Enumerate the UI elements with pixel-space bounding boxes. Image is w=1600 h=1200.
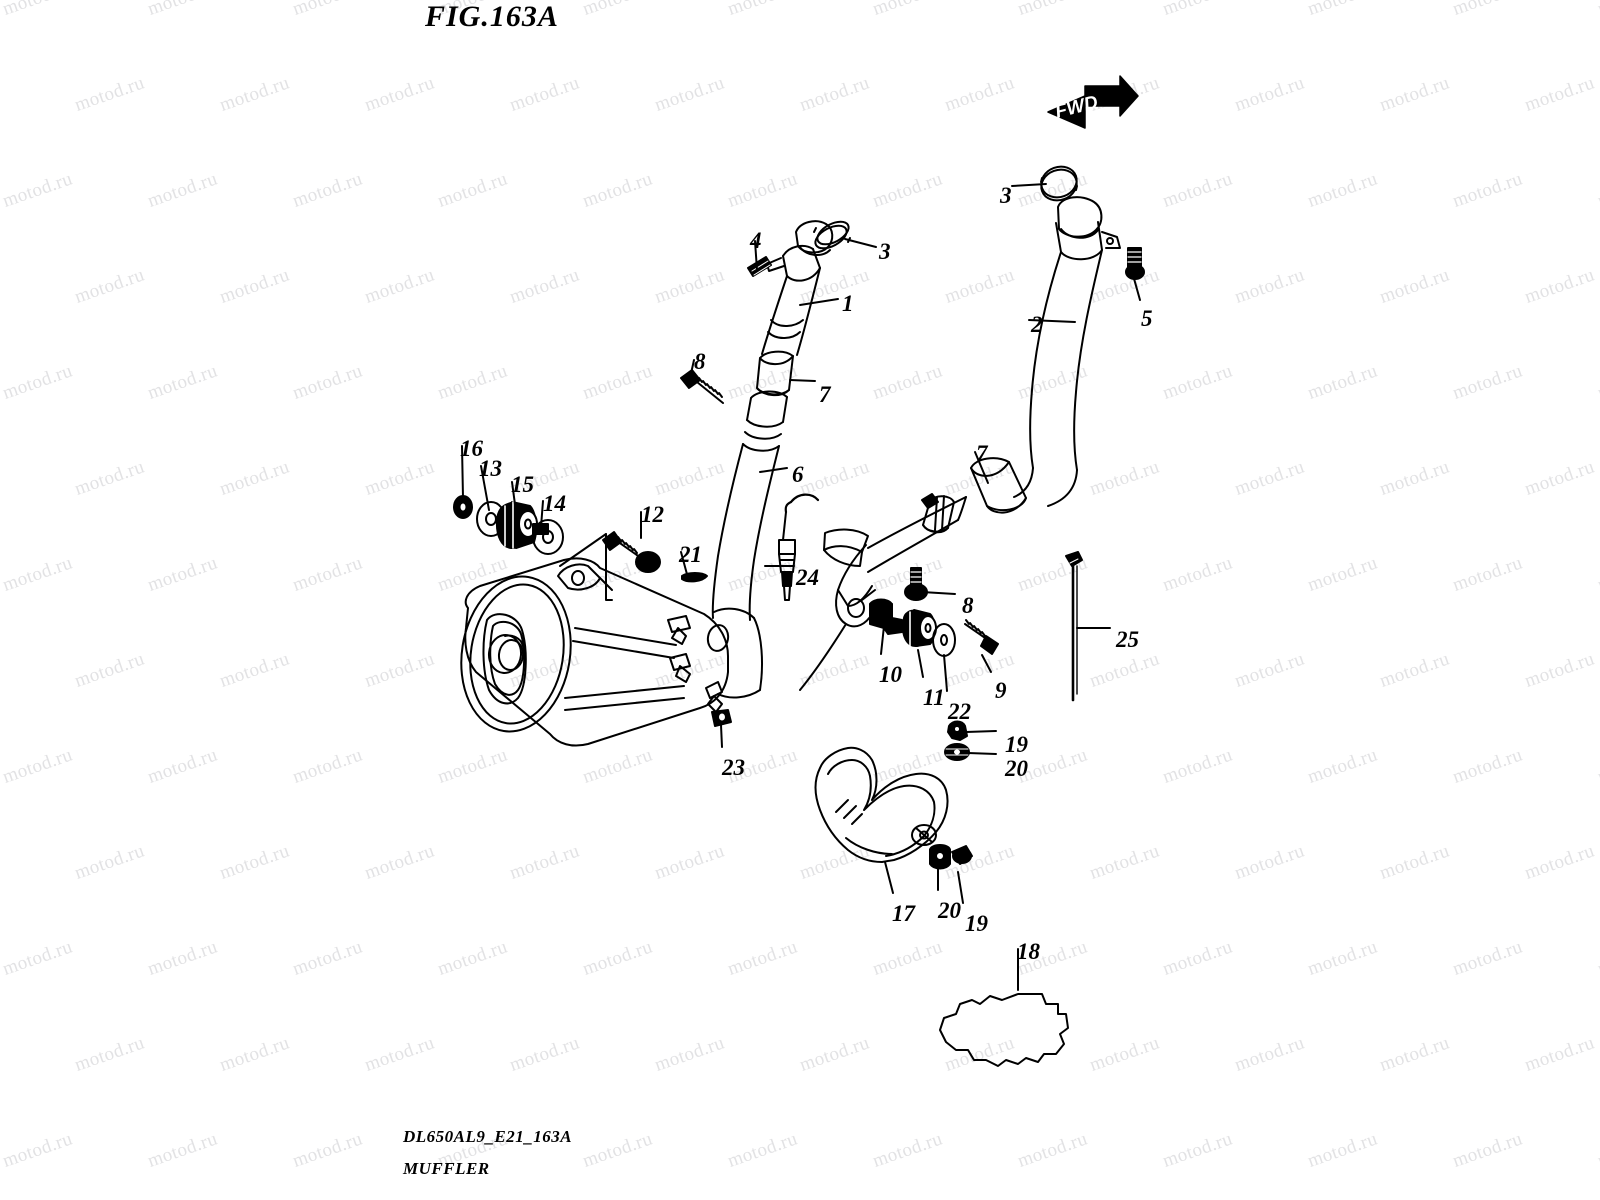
collar-mount: [532, 519, 564, 555]
callout-number-connecting-pipe: 6: [792, 462, 804, 487]
bolt-clamp-upper: [680, 369, 724, 404]
connector-sleeve-rear: [970, 457, 1027, 514]
mount-bracket-plate: [559, 533, 613, 601]
callout-number-clip-cable: 21: [679, 542, 702, 567]
callout-number-bolt-clamp-upper: 8: [694, 349, 706, 374]
clip-cable: [681, 572, 708, 583]
clip-nut-lower: [951, 845, 973, 865]
exhaust-pipe-front: [761, 220, 834, 356]
callout-number-bolt-muffler-mount: 12: [641, 502, 664, 527]
connector-sleeve-front: [756, 350, 794, 396]
grommet-lower: [929, 844, 951, 870]
bolt-muffler-mount: [602, 531, 661, 573]
cushion-grommet: [901, 609, 937, 647]
gasket-ring-rear: [1040, 165, 1078, 202]
callout-number-exhaust-pipe-rear: 2: [1031, 312, 1043, 337]
connecting-pipe: [711, 390, 788, 621]
callout-number-gasket-ring-rear: 3: [1000, 183, 1012, 208]
bolt-clamp-lower: [904, 567, 928, 601]
callout-number-collar-spacer: 10: [879, 662, 902, 687]
callout-number-grommet-upper: 20: [1005, 756, 1028, 781]
heat-shield-cover: [814, 746, 949, 863]
fwd-arrow-icon: FWD: [1047, 75, 1139, 129]
washer-outer: [453, 495, 473, 519]
callout-number-nut-muffler: 23: [722, 755, 745, 780]
callout-number-insulator-gasket: 18: [1017, 939, 1040, 964]
callout-number-washer-bracket: 22: [948, 699, 971, 724]
callout-number-screw-bracket: 9: [995, 678, 1007, 703]
callout-number-exhaust-pipe-front: 1: [842, 291, 854, 316]
mid-junction-pipe: [799, 493, 967, 691]
callout-number-cable-tie: 25: [1116, 627, 1139, 652]
callout-number-bolt-front-pipe: 4: [750, 228, 762, 253]
callout-number-connector-sleeve-front: 7: [819, 382, 831, 407]
svg-text:FWD: FWD: [1053, 92, 1100, 123]
insulator-gasket: [939, 993, 1069, 1067]
cushion-mount: [495, 501, 538, 549]
bolt-rear-pipe: [1125, 247, 1145, 280]
callout-number-clip-nut-lower: 19: [965, 911, 988, 936]
nut-muffler: [711, 709, 732, 727]
callout-number-oxygen-sensor: 24: [796, 565, 819, 590]
muffler-body: [460, 557, 763, 747]
callout-number-gasket-ring-front: 3: [879, 239, 891, 264]
callout-number-heat-shield-cover: 17: [892, 901, 915, 926]
callout-number-grommet-lower: 20: [938, 898, 961, 923]
callout-number-bolt-clamp-lower: 8: [962, 593, 974, 618]
callout-number-bolt-rear-pipe: 5: [1141, 306, 1153, 331]
screw-bracket: [964, 619, 999, 655]
callout-number-collar-mount: 14: [543, 491, 566, 516]
callout-number-connector-sleeve-rear: 7: [976, 441, 988, 466]
cable-tie: [1065, 551, 1083, 702]
bolt-front-pipe: [747, 256, 772, 277]
figure-caption-code: DL650AL9_E21_163A: [403, 1127, 573, 1146]
callout-number-washer-outer: 16: [460, 436, 483, 461]
grommet-upper: [944, 743, 970, 761]
collar-spacer: [869, 598, 903, 635]
washer-bracket: [932, 623, 956, 657]
exhaust-pipe-rear: [1013, 196, 1121, 507]
callout-number-cushion-grommet: 11: [923, 685, 945, 710]
callout-number-clip-nut-upper: 19: [1005, 732, 1028, 757]
figure-title: FIG.163A: [425, 0, 559, 33]
callout-number-cushion-mount: 15: [511, 472, 534, 497]
clip-nut-upper: [947, 720, 968, 741]
figure-caption-name: MUFFLER: [403, 1159, 490, 1178]
